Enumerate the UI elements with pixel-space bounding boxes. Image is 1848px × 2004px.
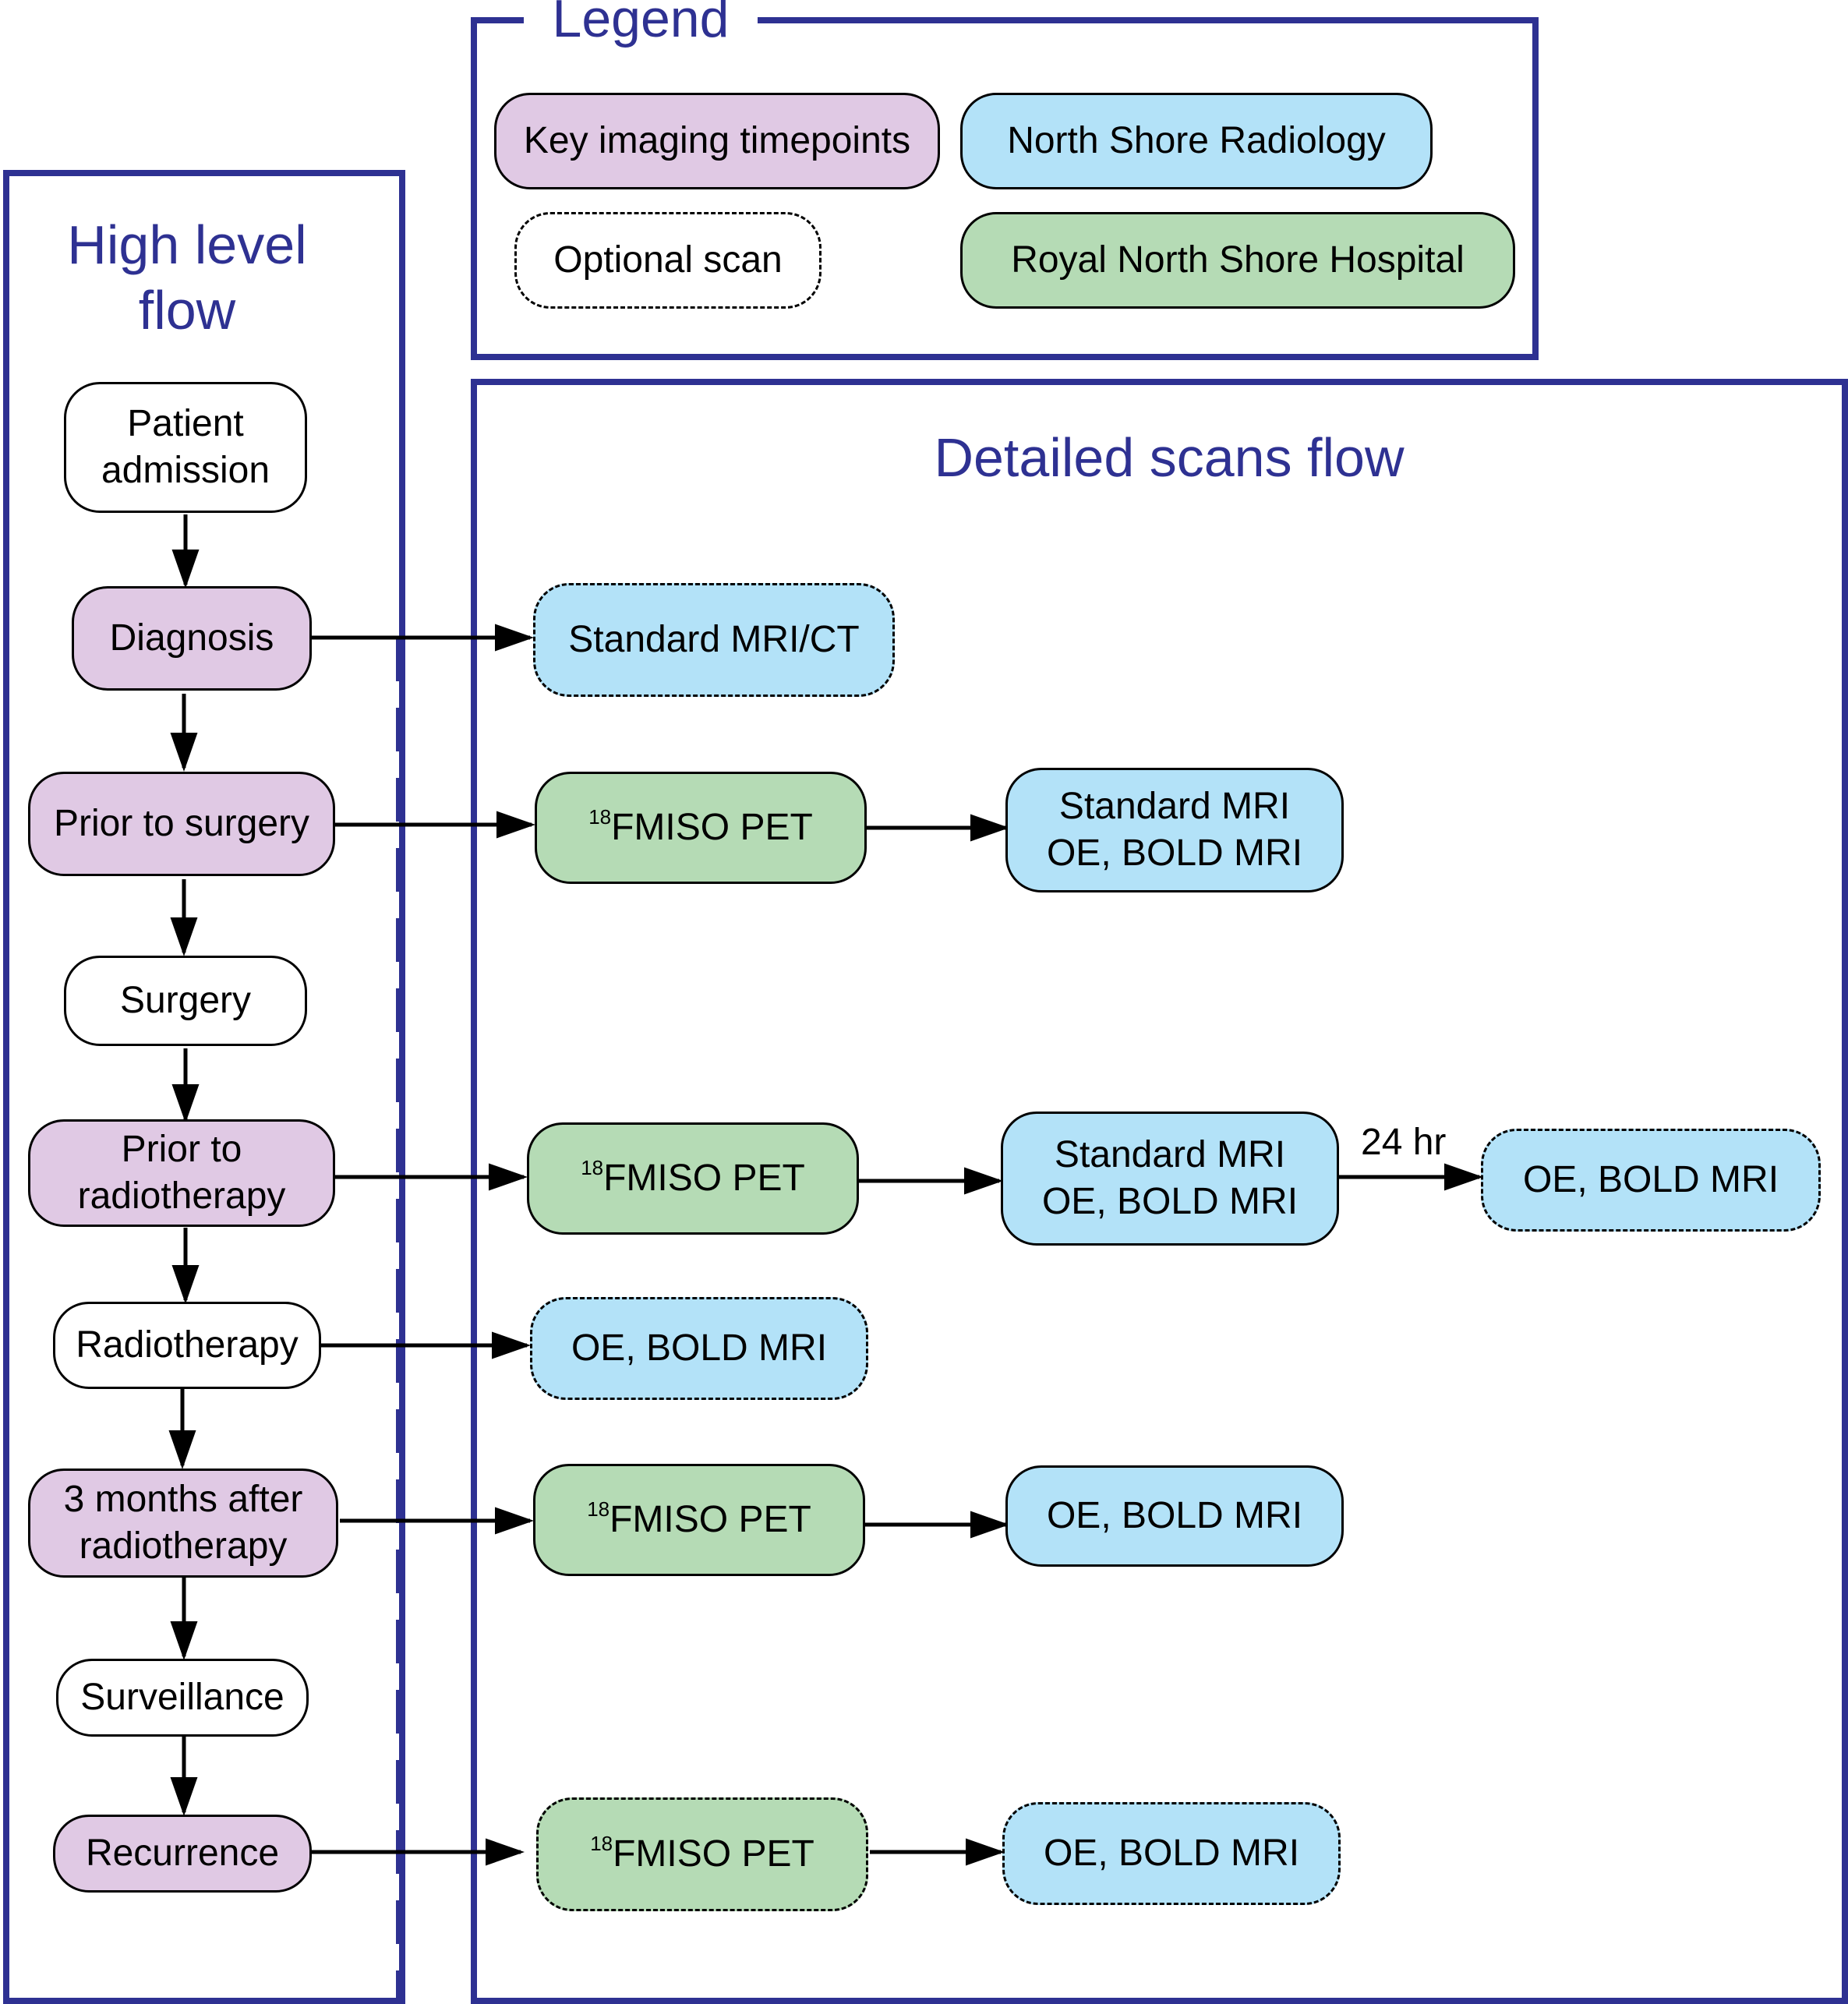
node-three-months-after-label: 3 months after radiotherapy (63, 1479, 303, 1567)
node-patient-admission-label: Patient admission (101, 403, 270, 491)
legend-north-shore-radiology: North Shore Radiology (960, 93, 1433, 189)
scan-pet-recurrence: 18FMISO PET (536, 1797, 868, 1911)
scan-pet-recurrence-label: 18FMISO PET (590, 1831, 814, 1878)
node-surveillance-label: Surveillance (80, 1677, 284, 1718)
scan-standard-mri-oe-bold-2: Standard MRI OE, BOLD MRI (1001, 1112, 1339, 1246)
scan-oe-bold-recurrence-label: OE, BOLD MRI (1043, 1833, 1300, 1874)
node-radiotherapy: Radiotherapy (53, 1302, 321, 1389)
pet-isotope-superscript: 18 (587, 1497, 610, 1521)
legend-optional-scan: Optional scan (514, 212, 822, 309)
scan-standard-mri-oe-bold-1-label: Standard MRI OE, BOLD MRI (1046, 786, 1303, 874)
scan-standard-mri-ct: Standard MRI/CT (533, 583, 895, 697)
pet-text: FMISO PET (613, 1833, 814, 1875)
scan-pet-prior-surgery-label: 18FMISO PET (588, 804, 813, 851)
scan-pet-prior-radiotherapy: 18FMISO PET (527, 1122, 859, 1235)
detailed-scans-flow-title: Detailed scans flow (934, 427, 1405, 488)
detailed-scans-flow-panel (471, 379, 1848, 2004)
node-radiotherapy-label: Radiotherapy (76, 1324, 299, 1366)
legend-royal-north-shore-label: Royal North Shore Hospital (1011, 239, 1465, 281)
node-surgery-label: Surgery (119, 980, 252, 1021)
scan-standard-mri-oe-bold-2-label: Standard MRI OE, BOLD MRI (1041, 1134, 1299, 1222)
scan-standard-mri-oe-bold-1: Standard MRI OE, BOLD MRI (1005, 768, 1344, 892)
pet-text: FMISO PET (603, 1158, 805, 1199)
scan-pet-three-months: 18FMISO PET (533, 1464, 865, 1576)
scan-oe-bold-three-months: OE, BOLD MRI (1005, 1465, 1344, 1567)
node-three-months-after: 3 months after radiotherapy (28, 1469, 338, 1578)
pet-text: FMISO PET (611, 807, 813, 848)
scan-pet-prior-radiotherapy-label: 18FMISO PET (581, 1155, 805, 1202)
node-recurrence: Recurrence (53, 1815, 312, 1893)
scan-standard-mri-ct-label: Standard MRI/CT (568, 619, 860, 660)
node-prior-to-surgery-label: Prior to surgery (53, 803, 310, 844)
scan-pet-prior-surgery: 18FMISO PET (535, 772, 867, 884)
legend-key-imaging: Key imaging timepoints (494, 93, 940, 189)
pet-isotope-superscript: 18 (590, 1832, 613, 1855)
pet-text: FMISO PET (610, 1499, 811, 1540)
pet-isotope-superscript: 18 (581, 1156, 604, 1179)
legend-key-imaging-label: Key imaging timepoints (523, 120, 911, 161)
node-recurrence-label: Recurrence (85, 1833, 280, 1874)
scan-oe-bold-recurrence: OE, BOLD MRI (1002, 1802, 1341, 1905)
high-level-flow-title: High level flow (67, 214, 307, 341)
legend-north-shore-radiology-label: North Shore Radiology (1007, 120, 1386, 161)
scan-oe-bold-24hr-label: OE, BOLD MRI (1522, 1159, 1779, 1200)
node-prior-to-radiotherapy: Prior to radiotherapy (28, 1119, 335, 1227)
node-diagnosis-label: Diagnosis (109, 617, 274, 659)
node-surgery: Surgery (64, 956, 307, 1046)
scan-oe-bold-24hr: OE, BOLD MRI (1481, 1129, 1821, 1232)
scan-oe-bold-three-months-label: OE, BOLD MRI (1046, 1495, 1303, 1536)
legend-panel (471, 17, 1539, 360)
legend-optional-scan-label: Optional scan (553, 239, 783, 281)
node-prior-to-radiotherapy-label: Prior to radiotherapy (77, 1129, 286, 1217)
node-patient-admission: Patient admission (64, 382, 307, 513)
scan-oe-bold-radiotherapy: OE, BOLD MRI (530, 1297, 868, 1400)
label-24-hr: 24 hr (1361, 1122, 1447, 1163)
legend-title: Legend (524, 0, 758, 50)
pet-isotope-superscript: 18 (588, 805, 612, 829)
node-diagnosis: Diagnosis (72, 586, 312, 691)
node-prior-to-surgery: Prior to surgery (28, 772, 335, 876)
scan-oe-bold-radiotherapy-label: OE, BOLD MRI (571, 1327, 828, 1369)
scan-pet-three-months-label: 18FMISO PET (587, 1497, 811, 1543)
node-surveillance: Surveillance (56, 1659, 309, 1737)
legend-royal-north-shore: Royal North Shore Hospital (960, 212, 1515, 309)
